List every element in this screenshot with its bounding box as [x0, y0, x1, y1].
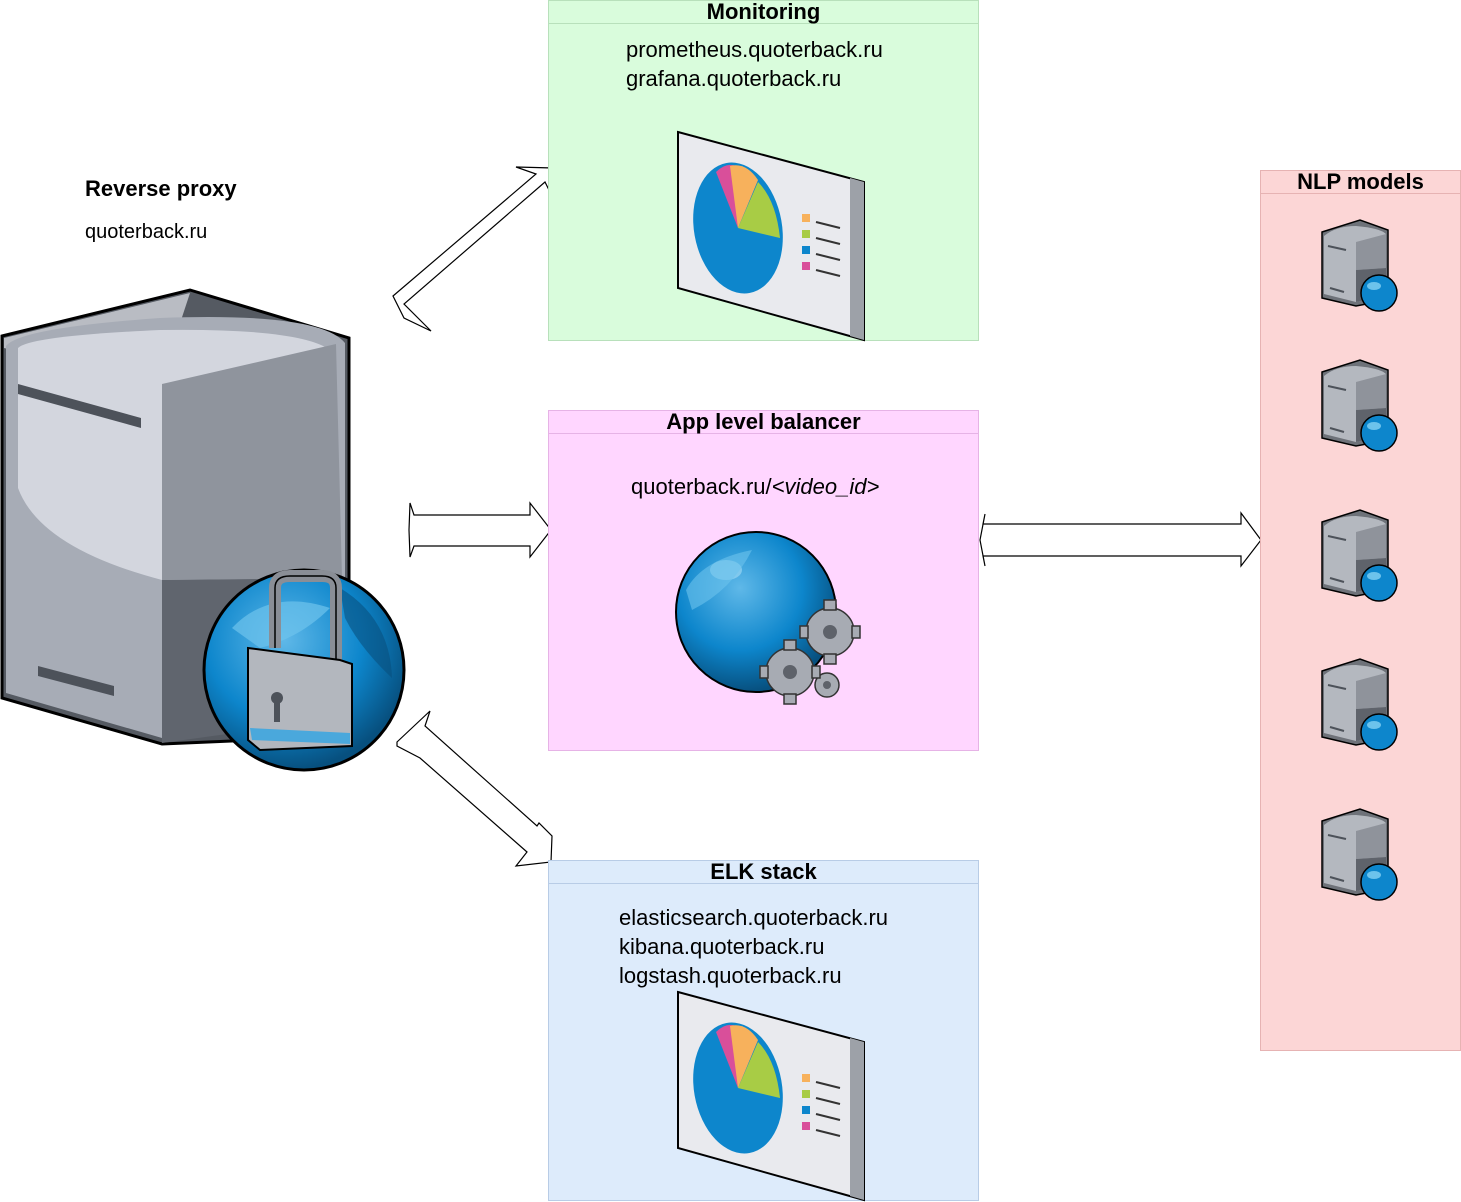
arrow-proxy-to-elk: [396, 710, 553, 867]
reverse-proxy-title: Reverse proxy: [85, 176, 237, 201]
arrow-proxy-to-balancer: [408, 501, 552, 559]
elk-host-kibana: kibana.quoterback.ru: [619, 934, 825, 959]
nlp-server-icon-5: [1321, 808, 1398, 901]
elk-host-logstash: logstash.quoterback.ru: [619, 963, 842, 988]
nlp-server-icon-1: [1321, 219, 1398, 312]
monitoring-title: Monitoring: [549, 1, 978, 24]
secure-server-icon: [0, 288, 406, 772]
route-prefix: quoterback.ru/: [631, 474, 772, 499]
elk-hosts: elasticsearch.quoterback.ru kibana.quote…: [619, 903, 888, 990]
dashboard-icon-monitoring: [677, 130, 865, 342]
monitoring-hosts: prometheus.quoterback.ru grafana.quoterb…: [626, 35, 883, 93]
elk-host-elasticsearch: elasticsearch.quoterback.ru: [619, 905, 889, 930]
globe-gears-icon: [675, 531, 861, 705]
dashboard-icon-elk: [677, 990, 865, 1202]
monitoring-host-grafana: grafana.quoterback.ru: [626, 66, 842, 91]
arrow-proxy-to-monitoring: [392, 166, 556, 332]
reverse-proxy-host: quoterback.ru: [85, 221, 208, 243]
app-balancer-title: App level balancer: [549, 411, 978, 434]
nlp-title: NLP models: [1261, 171, 1460, 194]
arrow-balancer-to-nlp: [979, 511, 1262, 568]
nlp-server-icon-4: [1321, 658, 1398, 751]
monitoring-host-prometheus: prometheus.quoterback.ru: [626, 37, 883, 62]
nlp-panel: NLP models: [1260, 170, 1461, 1051]
elk-title: ELK stack: [549, 861, 978, 884]
nlp-server-icon-2: [1321, 359, 1398, 452]
route-param: <video_id>: [771, 474, 880, 499]
app-balancer-route: quoterback.ru/<video_id>: [631, 472, 879, 501]
nlp-server-icon-3: [1321, 509, 1398, 602]
